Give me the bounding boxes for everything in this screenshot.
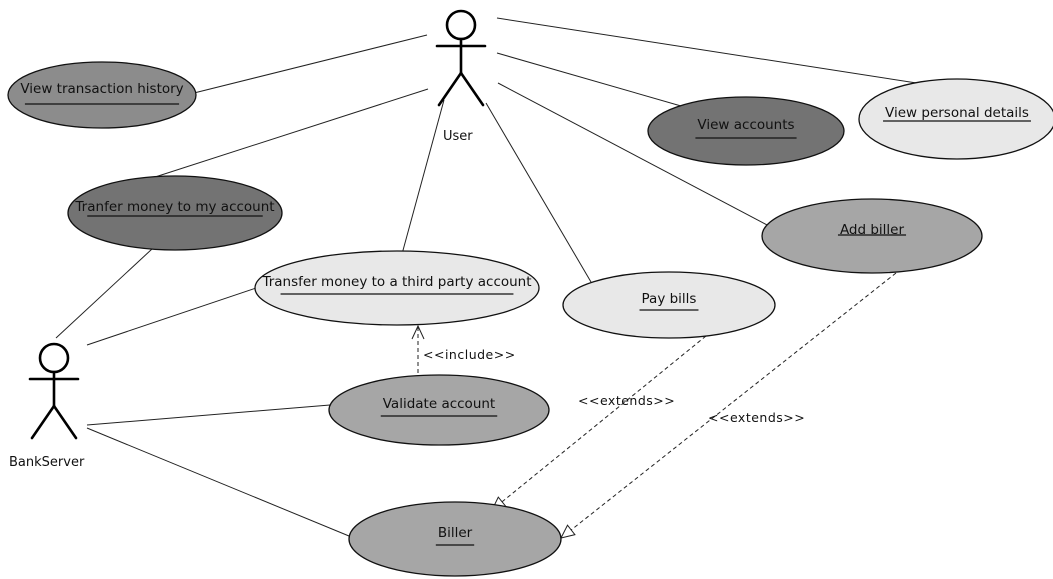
use-case-ellipse <box>254 250 540 326</box>
include-stereotype-label: <<include>> <box>423 347 516 362</box>
association-user-transfer_mine <box>151 88 429 179</box>
use-case-validate[interactable]: Validate account <box>328 374 550 446</box>
actor-label: User <box>443 129 473 144</box>
extends-stereotype-label: <<extends>> <box>708 410 805 425</box>
actor-user[interactable]: User <box>435 9 487 144</box>
association-user-view_history <box>193 34 428 94</box>
use-case-ellipse <box>562 271 776 339</box>
use-case-ellipse <box>7 61 197 129</box>
use-case-add-biller[interactable]: Add biller <box>761 198 983 274</box>
hollow-triangle-arrowhead <box>560 524 576 539</box>
use-case-ellipse <box>647 96 845 166</box>
use-case-label: View personal details <box>885 105 1029 121</box>
use-case-view-history[interactable]: View transaction history <box>7 61 197 129</box>
association-user-transfer_third <box>401 99 445 255</box>
use-case-pay-bills[interactable]: Pay bills <box>562 271 776 339</box>
use-case-ellipse <box>858 78 1053 160</box>
actor-right-leg <box>52 404 78 440</box>
use-case-label: Tranfer money to my account <box>74 199 274 215</box>
use-case-label: View transaction history <box>20 81 183 97</box>
association-bankserver-transfer_third <box>86 284 266 346</box>
association-bankserver-transfer_mine <box>55 248 153 339</box>
use-case-biller[interactable]: Biller <box>348 501 562 577</box>
actor-head <box>38 342 70 374</box>
association-user-view_accounts <box>496 52 689 109</box>
use-case-label: Pay bills <box>642 291 697 307</box>
association-user-view_personal <box>496 17 937 87</box>
use-case-ellipse <box>348 501 562 577</box>
use-case-view-accounts[interactable]: View accounts <box>647 96 845 166</box>
use-case-ellipse <box>761 198 983 274</box>
use-case-label: Validate account <box>383 396 495 412</box>
association-bankserver-biller <box>86 427 350 537</box>
association-user-add_biller <box>497 82 789 237</box>
use-case-label: Add biller <box>840 222 905 238</box>
use-case-ellipse <box>328 374 550 446</box>
extends-dependency-pay_bills <box>491 335 707 511</box>
use-case-label: View accounts <box>697 117 794 133</box>
use-case-view-personal[interactable]: View personal details <box>858 78 1053 160</box>
actor-bankserver[interactable]: BankServer <box>9 342 85 470</box>
actor-label: BankServer <box>9 455 85 470</box>
use-case-label: Transfer money to a third party account <box>261 274 531 290</box>
actor-left-leg <box>437 71 463 107</box>
extends-dependency-add_biller <box>560 272 897 539</box>
use-case-label: Biller <box>438 525 473 541</box>
open-arrowhead <box>411 324 425 340</box>
actor-left-leg <box>30 404 56 440</box>
extends-stereotype-label: <<extends>> <box>578 393 675 408</box>
actor-head <box>445 9 477 41</box>
use-case-transfer-third[interactable]: Transfer money to a third party account <box>254 250 540 326</box>
association-bankserver-validate <box>86 404 331 426</box>
association-user-pay_bills <box>485 102 592 283</box>
use-case-ellipse <box>67 175 283 251</box>
actor-right-leg <box>459 71 485 107</box>
use-case-transfer-mine[interactable]: Tranfer money to my account <box>67 175 283 251</box>
